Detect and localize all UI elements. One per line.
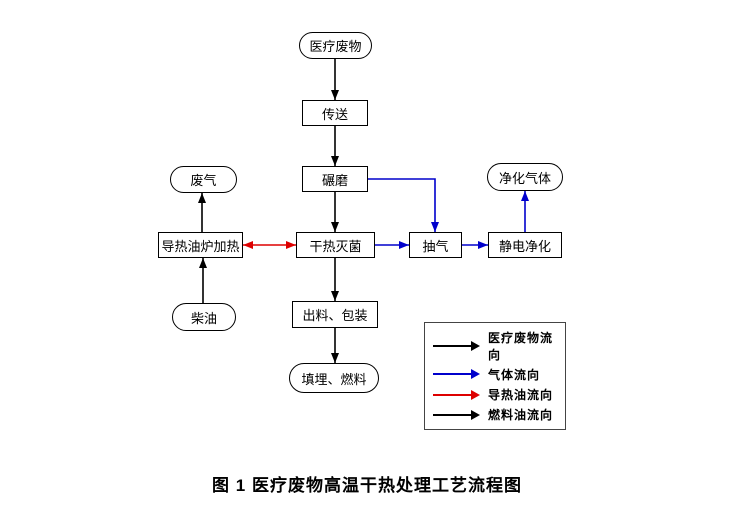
node-oil-furnace-heating: 导热油炉加热 (158, 232, 243, 258)
legend-label: 导热油流向 (488, 388, 554, 403)
node-medical-waste: 医疗废物 (299, 32, 372, 59)
legend-item-heat-oil-flow: 导热油流向 (433, 386, 561, 403)
legend-item-medical-waste-flow: 医疗废物流向 (433, 329, 561, 363)
gas-flow-arrow-icon (433, 369, 480, 380)
flow-legend: 医疗废物流向 气体流向 导热油流向 燃料油流向 (424, 322, 566, 430)
node-air-extraction: 抽气 (409, 232, 462, 258)
legend-item-fuel-oil-flow: 燃料油流向 (433, 406, 561, 423)
legend-label: 气体流向 (488, 367, 541, 382)
legend-label: 燃料油流向 (488, 408, 554, 423)
node-conveyor: 传送 (302, 100, 368, 126)
arrow-grinding-to-extraction (368, 178, 439, 232)
node-grinding: 碾磨 (302, 166, 368, 192)
node-waste-gas: 废气 (170, 166, 237, 193)
heat-oil-flow-arrow-icon (433, 389, 480, 400)
fuel-oil-flow-arrow-icon (433, 409, 480, 420)
node-dry-heat-sterilization: 干热灭菌 (296, 232, 375, 258)
node-electrostatic-purification: 静电净化 (488, 232, 562, 258)
node-landfill-fuel: 填埋、燃料 (289, 363, 379, 393)
node-purified-gas: 净化气体 (487, 163, 563, 191)
legend-label: 医疗废物流向 (488, 330, 554, 362)
figure-caption: 图 1 医疗废物高温干热处理工艺流程图 (212, 476, 522, 495)
node-diesel: 柴油 (172, 303, 236, 331)
node-discharge-packaging: 出料、包装 (292, 301, 378, 328)
legend-item-gas-flow: 气体流向 (433, 366, 561, 383)
medical-waste-flow-arrow-icon (433, 340, 480, 351)
